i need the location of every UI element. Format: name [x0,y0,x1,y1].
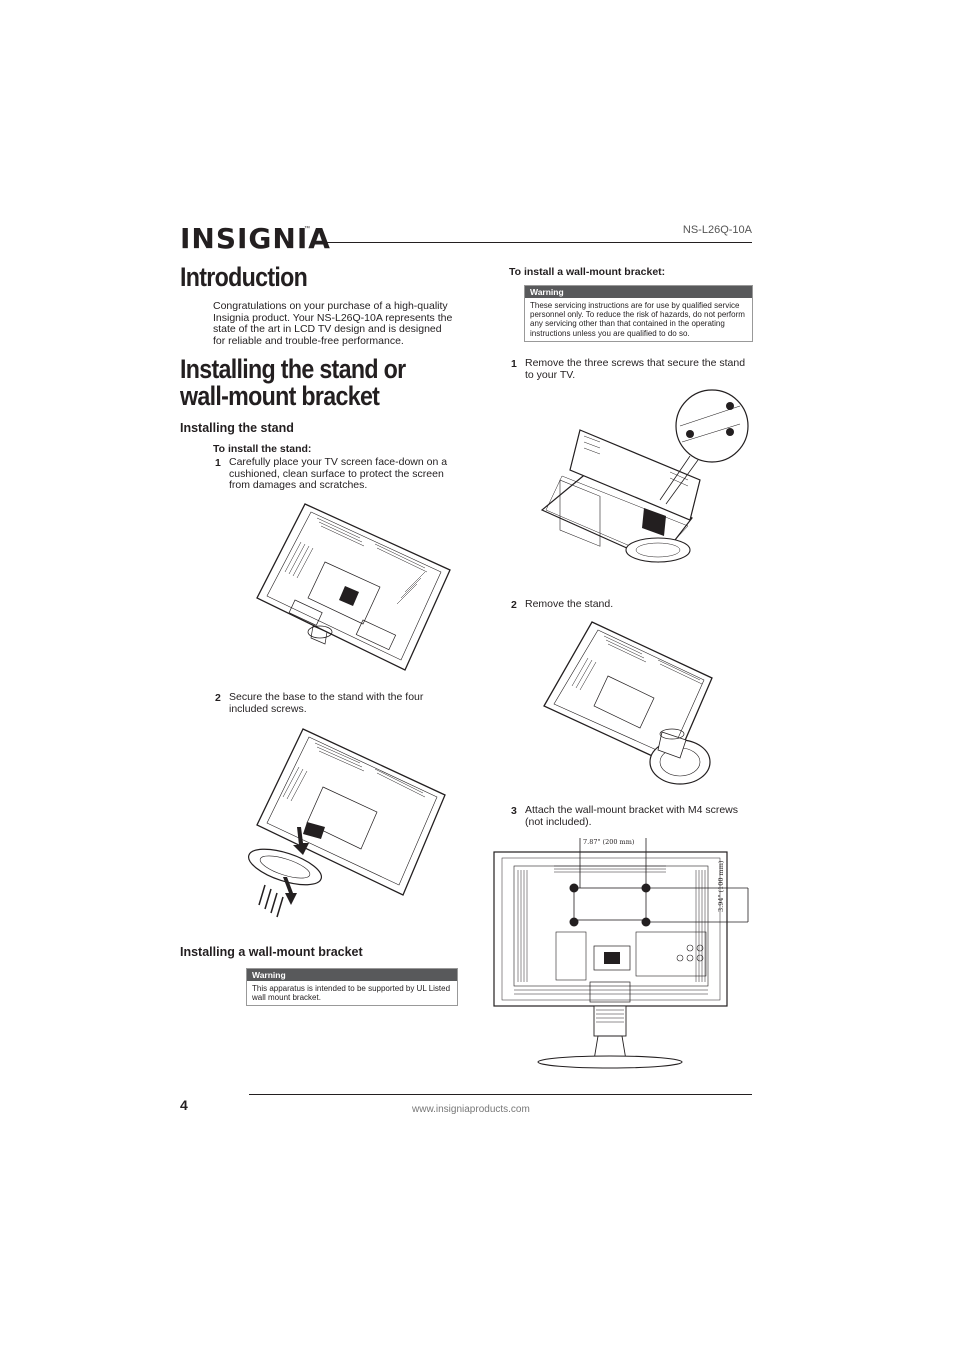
remove-screws-figure [540,389,749,563]
warning-text: These servicing instructions are for use… [530,301,745,338]
dimension-vertical-label: 3.94" (100 mm) [717,860,725,912]
footer-url: www.insigniaproducts.com [412,1104,530,1115]
wall-mount-back-figure [493,838,749,1069]
introduction-title: Introduction [180,262,308,292]
page-number: 4 [180,1097,188,1113]
wall-step-2-text: Remove the stand. [525,598,614,610]
wall-step-1-number: 1 [511,358,517,370]
wall-mount-heading: Installing a wall-mount bracket [180,945,363,959]
wall-mount-warning-box: Warning This apparatus is intended to be… [246,968,458,1007]
insignia-logo: INSIGNIA [180,222,331,255]
servicing-warning-box: Warning These servicing instructions are… [524,285,753,342]
header-rule [314,242,752,243]
logo-trademark: ™ [304,226,310,232]
footer-rule [249,1094,752,1095]
wall-mount-procedure-label: To install a wall-mount bracket: [509,266,666,278]
model-number: NS-L26Q-10A [682,224,752,236]
stand-base-screws-figure [248,728,446,918]
stand-step-2-number: 2 [215,692,221,704]
installing-title-line1: Installing the stand or [180,354,406,384]
warning-label: Warning [247,969,457,981]
stand-step-2-text: Secure the base to the stand with the fo… [229,691,424,715]
tv-facedown-figure [256,503,451,671]
installing-title-line2: wall-mount bracket [180,381,380,411]
warning-label: Warning [525,286,752,298]
stand-step-1-text: Carefully place your TV screen face-down… [229,456,448,491]
wall-step-2-number: 2 [511,599,517,611]
wall-step-3-number: 3 [511,805,517,817]
wall-step-3-text: Attach the wall-mount bracket with M4 sc… [525,804,738,828]
installing-stand-heading: Installing the stand [180,421,294,435]
remove-stand-figure [543,621,713,785]
introduction-text: Congratulations on your purchase of a hi… [213,300,453,347]
stand-step-1-number: 1 [215,457,221,469]
stand-procedure-label: To install the stand: [213,443,312,455]
warning-text: This apparatus is intended to be support… [252,984,451,1003]
wall-step-1-text: Remove the three screws that secure the … [525,357,746,381]
dimension-horizontal-label: 7.87" (200 mm) [583,838,635,846]
